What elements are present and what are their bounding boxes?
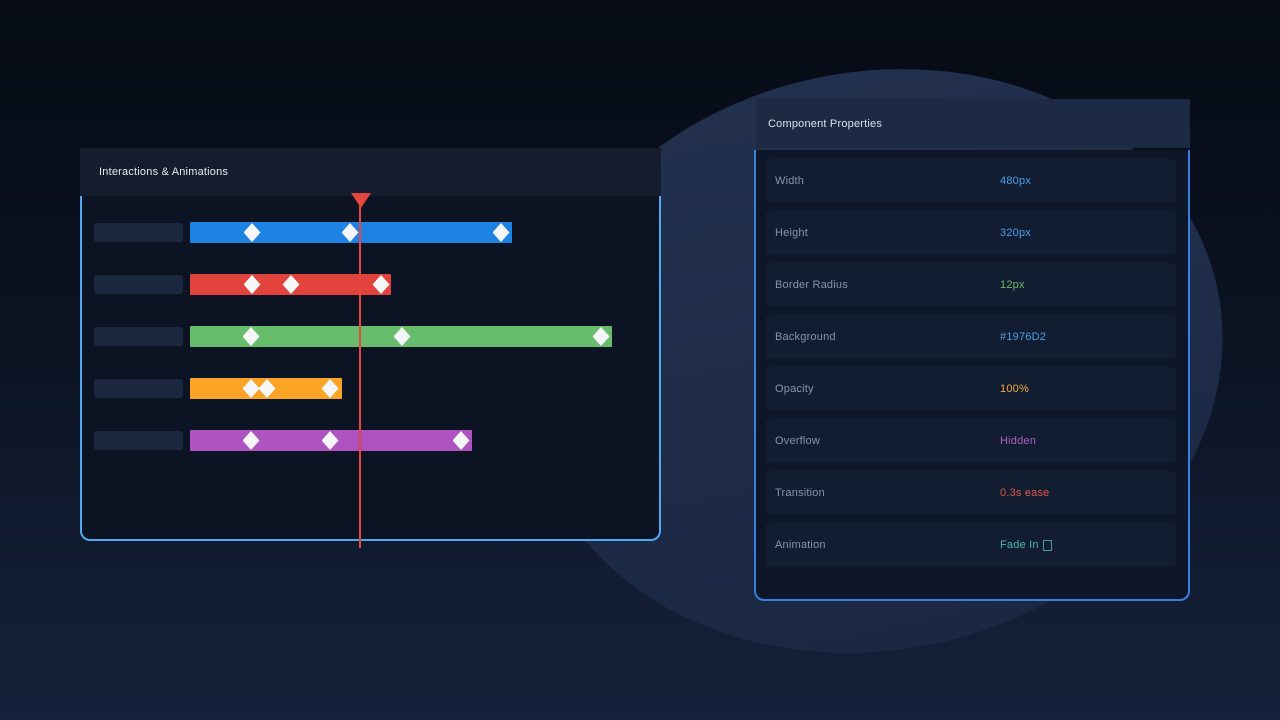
property-row-animation[interactable]: Animation Fade In: [766, 523, 1176, 567]
keyframe-diamond[interactable]: [592, 327, 610, 346]
keyframe-diamond[interactable]: [321, 379, 339, 398]
keyframe-diamond[interactable]: [243, 275, 261, 294]
property-label: Width: [775, 175, 805, 187]
property-value-text: Fade In: [1000, 539, 1039, 551]
properties-panel-body: Width 480px Height 320px Border Radius 1…: [754, 150, 1190, 601]
track-name-placeholder: [94, 223, 183, 242]
keyframe-diamond[interactable]: [321, 431, 339, 450]
property-value[interactable]: Hidden: [1000, 435, 1037, 447]
property-label: Overflow: [775, 435, 820, 447]
properties-panel-title: Component Properties: [768, 117, 883, 130]
playhead-line[interactable]: [359, 196, 361, 548]
track-name-placeholder: [94, 431, 183, 450]
property-label: Border Radius: [775, 279, 848, 291]
property-value[interactable]: 12px: [1000, 279, 1025, 291]
timeline-panel-body: [80, 196, 661, 541]
property-value[interactable]: #1976D2: [1000, 331, 1047, 343]
timeline-panel-title: Interactions & Animations: [99, 166, 229, 178]
keyframe-diamond[interactable]: [258, 379, 276, 398]
property-value[interactable]: 100%: [1000, 383, 1029, 395]
missing-glyph-box-icon: [1042, 539, 1052, 551]
property-label: Animation: [775, 539, 826, 551]
keyframe-diamond[interactable]: [372, 275, 390, 294]
property-value[interactable]: 0.3s ease: [1000, 487, 1050, 499]
track-name-placeholder: [94, 379, 183, 398]
keyframe-diamond[interactable]: [282, 275, 300, 294]
property-label: Transition: [775, 487, 825, 499]
timeline-panel-header: Interactions & Animations: [80, 148, 661, 196]
property-row-background[interactable]: Background #1976D2: [766, 315, 1176, 359]
property-row-height[interactable]: Height 320px: [766, 211, 1176, 255]
keyframe-diamond[interactable]: [242, 327, 260, 346]
property-row-width[interactable]: Width 480px: [766, 159, 1176, 203]
properties-panel-header: Component Properties: [756, 99, 1190, 148]
property-row-transition[interactable]: Transition 0.3s ease: [766, 471, 1176, 515]
property-value[interactable]: 480px: [1000, 175, 1031, 187]
property-label: Background: [775, 331, 836, 343]
track-name-placeholder: [94, 327, 183, 346]
property-value[interactable]: Fade In: [1000, 523, 1052, 567]
property-row-border-radius[interactable]: Border Radius 12px: [766, 263, 1176, 307]
property-label: Opacity: [775, 383, 814, 395]
keyframe-diamond[interactable]: [243, 223, 261, 242]
keyframe-diamond[interactable]: [452, 431, 470, 450]
track-name-placeholder: [94, 275, 183, 294]
property-row-overflow[interactable]: Overflow Hidden: [766, 419, 1176, 463]
playhead-handle[interactable]: [351, 193, 371, 208]
property-row-opacity[interactable]: Opacity 100%: [766, 367, 1176, 411]
keyframe-diamond[interactable]: [341, 223, 359, 242]
property-value[interactable]: 320px: [1000, 227, 1031, 239]
keyframe-diamond[interactable]: [242, 431, 260, 450]
keyframe-diamond[interactable]: [242, 379, 260, 398]
keyframe-diamond[interactable]: [393, 327, 411, 346]
keyframe-diamond[interactable]: [492, 223, 510, 242]
property-label: Height: [775, 227, 808, 239]
